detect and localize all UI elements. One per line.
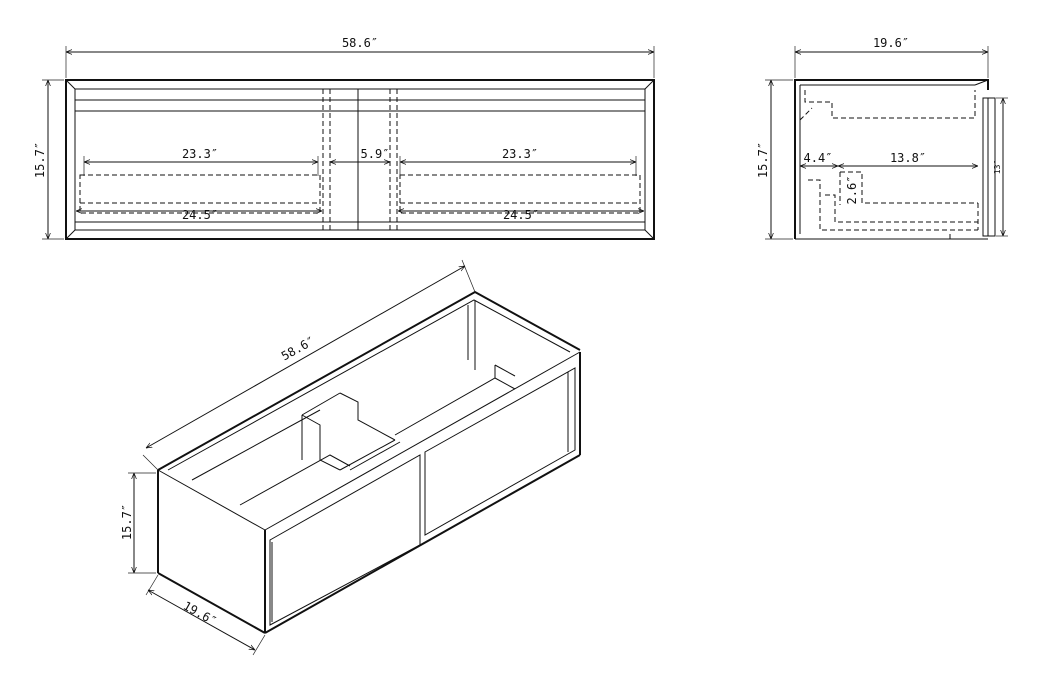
side-inner-depth-label: 13.8″ <box>890 151 926 165</box>
front-divider-label: 5.9″ <box>361 147 390 161</box>
side-view: 19.6″ 15.7″ 4.4″ 13.8″ 2.6″ 13″ <box>756 36 1008 240</box>
side-notch-label: 2.6″ <box>845 176 859 205</box>
side-offset-label: 4.4″ <box>804 151 833 165</box>
front-left-inner-label: 23.3″ <box>182 147 218 161</box>
front-width-label: 58.6″ <box>342 36 378 50</box>
side-depth-label: 19.6″ <box>873 36 909 50</box>
iso-height-label: 15.7″ <box>120 504 134 540</box>
front-left-outer-label: 24.5″ <box>182 208 218 222</box>
front-height-label: 15.7″ <box>33 142 47 178</box>
front-right-inner-label: 23.3″ <box>502 147 538 161</box>
iso-width-label: 58.6″ <box>279 334 317 364</box>
side-drawer-height-label: 13″ <box>993 160 1002 174</box>
front-right-outer-label: 24.5″ <box>503 208 539 222</box>
isometric-view: 58.6″ 15.7″ 19.6″ <box>120 259 581 656</box>
front-view: 58.6″ 15.7″ 23.3″ 23.3″ 5.9″ 24.5″ 24.5″ <box>33 36 655 240</box>
side-height-label: 15.7″ <box>756 142 770 178</box>
